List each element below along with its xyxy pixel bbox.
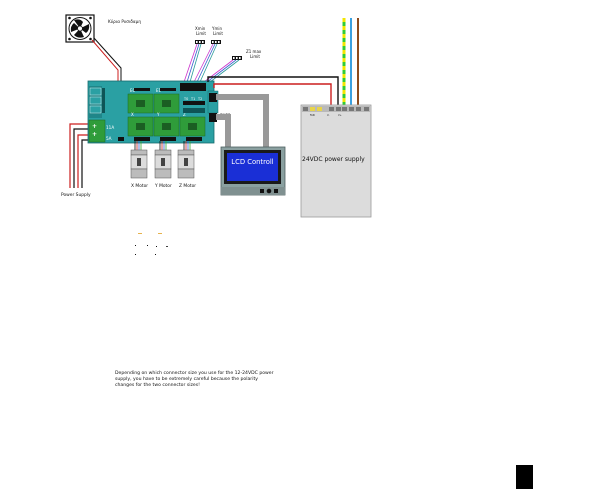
x-motor bbox=[130, 149, 148, 179]
fan-label: Κύρια Ρυσιδαμη bbox=[108, 19, 141, 24]
psu-wire-red bbox=[213, 83, 332, 106]
psu-terminal-vminus: V- bbox=[327, 114, 329, 117]
svg-text:+: + bbox=[92, 131, 97, 138]
driver-z-label: Z bbox=[183, 112, 186, 117]
d10-connector bbox=[89, 87, 102, 96]
exp2-port bbox=[209, 113, 217, 122]
driver-x-label: X bbox=[131, 112, 134, 117]
exp1-port bbox=[209, 93, 217, 102]
lcd-label: LCD Controll bbox=[231, 158, 273, 166]
psu-input-wires bbox=[342, 18, 359, 105]
polarity-warning-note: Depending on which connector size you us… bbox=[115, 371, 274, 388]
z-motor bbox=[177, 149, 195, 179]
psu-terminal-vplus: V+ bbox=[338, 114, 342, 117]
driver-e0-label: E0 bbox=[130, 88, 136, 93]
t2-label: T2 bbox=[197, 97, 202, 101]
power-11a-label: 11A bbox=[106, 125, 114, 130]
stray-marks bbox=[135, 233, 168, 255]
lcd-knob-icon bbox=[266, 188, 272, 194]
xmin-limit-switch bbox=[195, 40, 205, 44]
exp2-ribbon bbox=[216, 114, 231, 148]
ramps-board: + + 11A 5A E0 E1 X Y Z T0 T1 T2 EXP1 bbox=[87, 80, 231, 144]
x-motor-label: X Motor bbox=[131, 183, 148, 189]
power-supply-label: Power Supply bbox=[61, 192, 91, 198]
ymin-label-1: Ymin bbox=[211, 26, 222, 31]
z-motor-label: Z Motor bbox=[179, 183, 196, 189]
driver-e1-label: E1 bbox=[156, 88, 162, 93]
z1max-label-1: Z1 max bbox=[246, 49, 262, 54]
d9-connector bbox=[89, 96, 102, 105]
svg-text:+: + bbox=[92, 123, 97, 130]
power-supply-unit: FAN V- V+ 24VDC power supply bbox=[300, 104, 372, 218]
y-motor bbox=[154, 149, 172, 179]
fan bbox=[65, 14, 95, 43]
psu-terminal-fan: FAN bbox=[310, 114, 315, 117]
t0-label: T0 bbox=[183, 97, 188, 101]
ymin-limit-switch bbox=[211, 40, 221, 44]
xmin-label-1: Xmin bbox=[195, 26, 206, 31]
stepper-motors bbox=[134, 141, 191, 150]
power-supply-wires bbox=[69, 123, 90, 188]
z1max-limit-switch bbox=[232, 56, 242, 60]
d8-connector bbox=[89, 105, 102, 114]
psu-label: 24VDC power supply bbox=[302, 156, 365, 163]
y-motor-label: Y Motor bbox=[154, 183, 172, 189]
limit-switch-wires bbox=[183, 43, 240, 83]
driver-y-label: Y bbox=[156, 112, 160, 117]
black-block bbox=[516, 465, 533, 489]
xmin-label-2: Limit bbox=[196, 31, 206, 36]
psu-body bbox=[300, 104, 372, 218]
ymin-label-2: Limit bbox=[213, 31, 223, 36]
t1-label: T1 bbox=[190, 97, 195, 101]
fan-wire-red bbox=[91, 39, 119, 82]
lcd-button bbox=[260, 189, 264, 193]
psu-wire-black bbox=[207, 76, 339, 106]
z1max-label-2: Limit bbox=[250, 54, 260, 59]
lcd-controller: LCD Controll bbox=[220, 146, 286, 196]
endstop-header bbox=[180, 83, 206, 91]
exp1-ribbon bbox=[216, 94, 269, 148]
power-5a-label: 5A bbox=[106, 136, 112, 141]
fan-wire-black bbox=[93, 37, 122, 82]
power-input-terminal bbox=[88, 119, 106, 143]
thermistor-header bbox=[183, 101, 205, 105]
lcd-screen bbox=[227, 153, 278, 181]
